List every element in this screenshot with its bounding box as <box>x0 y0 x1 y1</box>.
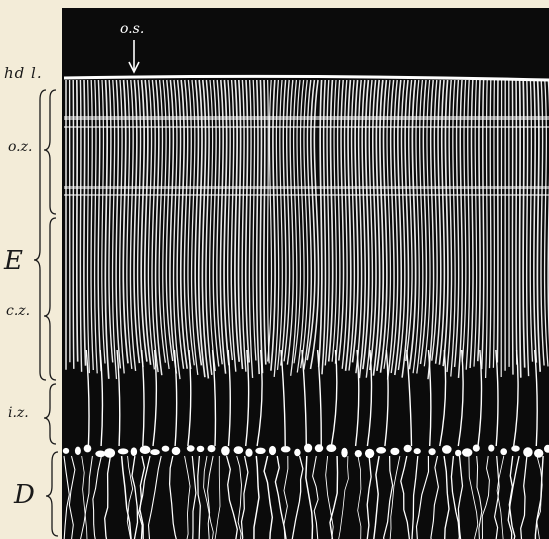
nucleus <box>104 448 115 457</box>
nucleus <box>390 448 399 455</box>
fiber <box>512 80 513 375</box>
bracket-cz <box>44 218 56 380</box>
nucleus <box>255 448 265 454</box>
nucleus <box>150 449 160 455</box>
nucleus <box>404 445 412 453</box>
fiber <box>77 80 78 362</box>
nucleus <box>429 448 436 455</box>
nucleus <box>269 446 276 455</box>
nucleus <box>234 446 244 454</box>
nucleus <box>414 448 421 454</box>
label-epidermis: E <box>4 248 23 274</box>
bracket-oz <box>44 90 56 214</box>
fiber <box>516 80 517 365</box>
label-outer-surface: o.s. <box>120 22 144 36</box>
nucleus <box>162 446 170 452</box>
brackets <box>34 90 58 536</box>
nucleus <box>511 446 519 452</box>
bracket-E <box>34 90 46 380</box>
nucleus <box>245 449 252 457</box>
nucleus <box>140 446 151 454</box>
nucleus <box>221 446 230 456</box>
fiber <box>497 80 498 363</box>
nucleus <box>488 445 494 452</box>
fiber <box>73 80 74 369</box>
label-dermis: D <box>14 482 35 508</box>
nucleus <box>63 448 69 454</box>
nucleus <box>500 448 507 455</box>
nucleus <box>341 448 347 458</box>
label-outer-zone: o.z. <box>8 140 32 154</box>
bright-band <box>64 116 549 120</box>
label-central-zone: c.z. <box>6 304 30 318</box>
nucleus <box>442 445 452 454</box>
bracket-D <box>46 452 58 536</box>
nucleus <box>118 448 129 454</box>
nucleus <box>172 447 181 455</box>
bright-band <box>64 194 549 196</box>
nucleus <box>326 444 336 452</box>
nucleus <box>294 449 300 457</box>
label-horny-layer: hd l. <box>4 66 43 81</box>
nucleus <box>473 445 480 452</box>
nucleus <box>95 451 105 458</box>
nucleus <box>462 448 472 457</box>
nucleus <box>281 446 291 452</box>
nucleus <box>187 445 195 451</box>
label-inner-zone: i.z. <box>8 406 29 420</box>
nucleus <box>197 446 205 452</box>
nucleus <box>376 447 386 454</box>
nucleus <box>455 450 461 457</box>
nucleus <box>75 447 81 455</box>
nucleus <box>208 445 216 452</box>
nucleus <box>534 449 543 458</box>
bright-band <box>64 126 549 128</box>
nucleus <box>523 447 532 457</box>
nucleus <box>315 444 323 452</box>
nucleus <box>304 444 312 453</box>
nucleus <box>131 447 137 456</box>
bright-band <box>64 186 549 189</box>
nucleus <box>84 445 92 453</box>
bracket-iz <box>44 384 56 444</box>
